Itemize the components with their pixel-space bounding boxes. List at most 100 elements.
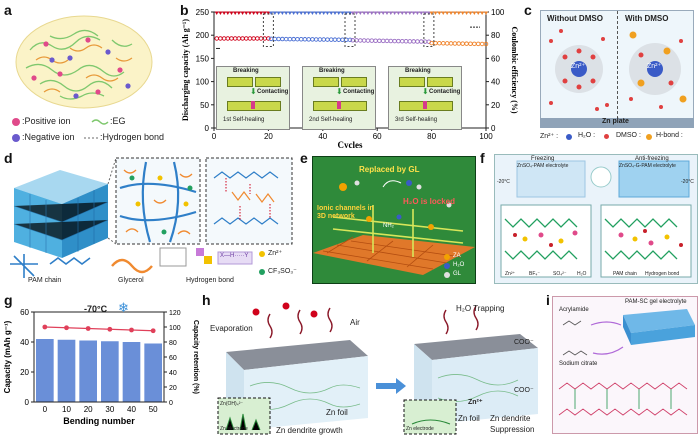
efficiency-point <box>392 11 397 15</box>
y-right-tick-label: 100 <box>491 8 505 17</box>
x-tick-label: 0 <box>212 132 217 141</box>
efficiency-point <box>456 11 461 15</box>
transition-box <box>262 13 274 47</box>
efficiency-point <box>373 11 378 15</box>
antifreezing-sub-label: ZnSO₄-G-PAM electrolyte <box>619 163 676 169</box>
capacity-point <box>255 36 260 41</box>
glycerol-label: Glycerol <box>118 277 144 284</box>
zn-electrode-label-1: Zn electrode <box>220 426 248 432</box>
panel-e-label: e <box>300 150 308 166</box>
efficiency-point <box>329 11 334 15</box>
sodium-citrate-label: Sodium citrate <box>559 361 598 367</box>
self-healing-inset-2: Breaking ⬇ Contacting 2nd Self-healing <box>302 66 376 130</box>
temp-left: -20°C <box>497 179 510 185</box>
zn-foil-label-2: Zn foil <box>458 414 480 423</box>
capacity-point <box>411 39 416 44</box>
y-right-axis-label: Capacity retention (%) <box>192 320 199 394</box>
x-axis-label: Bending number <box>63 416 135 426</box>
panel-d-label: d <box>4 150 13 166</box>
capacity-point <box>392 38 397 44</box>
y-tick-label: 60 <box>20 308 29 317</box>
efficiency-point <box>411 11 416 15</box>
x-axis-label: Cycles <box>338 140 363 148</box>
zn-ion-label: Zn²⁺ <box>268 250 283 257</box>
efficiency-point <box>317 11 322 15</box>
capacity-point <box>310 37 315 42</box>
capacity-point <box>287 36 293 42</box>
capacity-point <box>358 38 363 43</box>
retention-line <box>44 326 154 332</box>
evaporation-label: Evaporation <box>210 324 253 333</box>
y-axis-label: Capacity (mAh g⁻¹) <box>3 320 12 393</box>
retention-point <box>64 325 69 331</box>
capacity-point <box>321 37 326 42</box>
capacity-point <box>298 37 304 42</box>
panel-f-label: f <box>480 150 485 166</box>
with-dmso-label: With DMSO <box>625 14 669 23</box>
cf3so3-label: CF₃SO₃⁻ <box>268 268 297 275</box>
inset3-breaking: Breaking <box>405 68 431 74</box>
y-right-tick-label: 60 <box>491 54 500 63</box>
dendrite-growth-label: Zn dendrite growth <box>276 426 343 435</box>
capacity-point <box>328 37 334 42</box>
panel-c-label: c <box>524 2 532 18</box>
inset1-self-healing: 1st Self-healing <box>223 117 265 123</box>
efficiency-point <box>287 11 292 15</box>
zn-oh-label: Zn(OH)₄²⁻ <box>220 401 244 407</box>
antifreezing-label: Anti-freezing <box>635 156 669 162</box>
pam-glycerol-network <box>10 157 293 278</box>
efficiency-point <box>480 11 485 15</box>
capacity-point <box>441 41 446 46</box>
efficiency-point <box>262 11 267 15</box>
capacity-point <box>365 38 371 43</box>
coo-label-2: COO⁻ <box>514 387 534 394</box>
panel-a: a :Positive ion :EG <box>0 0 178 148</box>
y-tick-label: 20 <box>20 368 29 377</box>
capacity-point <box>236 36 242 41</box>
capacity-point <box>240 36 245 41</box>
hydrogel-network-illustration <box>12 15 153 142</box>
retention-point <box>129 327 134 333</box>
capacity-bar <box>36 339 54 402</box>
efficiency-point <box>460 11 465 15</box>
efficiency-point <box>247 11 252 15</box>
efficiency-point <box>362 11 367 15</box>
efficiency-point <box>259 11 264 15</box>
legend-zn: Zn²⁺ : <box>540 133 559 140</box>
legend-bf4: BF₄⁻ <box>529 271 541 277</box>
h2o-dot-icon <box>604 134 609 139</box>
capacity-point <box>221 36 227 41</box>
capacity-point <box>437 40 442 46</box>
capacity-point <box>291 36 296 42</box>
efficiency-point <box>236 11 241 15</box>
efficiency-point <box>218 11 223 15</box>
efficiency-point <box>404 11 409 15</box>
pam-sc-label: PAM-SC gel electrolyte <box>625 299 687 305</box>
capacity-point <box>232 36 238 41</box>
capacity-point <box>377 38 382 44</box>
zn-foil-label-1: Zn foil <box>326 408 348 417</box>
efficiency-point <box>332 11 337 15</box>
legend-pam-chain: PAM chain <box>613 271 637 277</box>
capacity-point <box>396 38 401 44</box>
zn-plate <box>540 118 694 128</box>
y-tick-label: 0 <box>25 398 30 407</box>
x-tick-label: 40 <box>127 405 136 414</box>
efficiency-point <box>484 11 488 15</box>
efficiency-point <box>449 11 454 15</box>
inset3-contacting: Contacting <box>429 89 461 95</box>
solvation-box: Without DMSO With DMSO Zn²⁺ Zn²⁺ <box>540 10 694 120</box>
y-axis-label: Discharging capacity (Ah g⁻¹) <box>181 19 190 121</box>
capacity-point <box>388 38 394 44</box>
efficiency-point <box>388 11 393 15</box>
panel-h: h Evaporation Air H₂O Trapping COO⁻ <box>200 290 542 438</box>
efficiency-point <box>369 11 374 15</box>
capacity-point <box>225 36 231 41</box>
capacity-point <box>218 36 223 41</box>
efficiency-point <box>452 11 457 15</box>
legend-h2o: H₂O : <box>578 132 596 139</box>
capacity-point <box>313 37 319 42</box>
panel-f: f Freezing ZnSO₄-PAM electrolyte Anti-fr… <box>478 148 700 288</box>
panel-d: d <box>0 148 298 288</box>
